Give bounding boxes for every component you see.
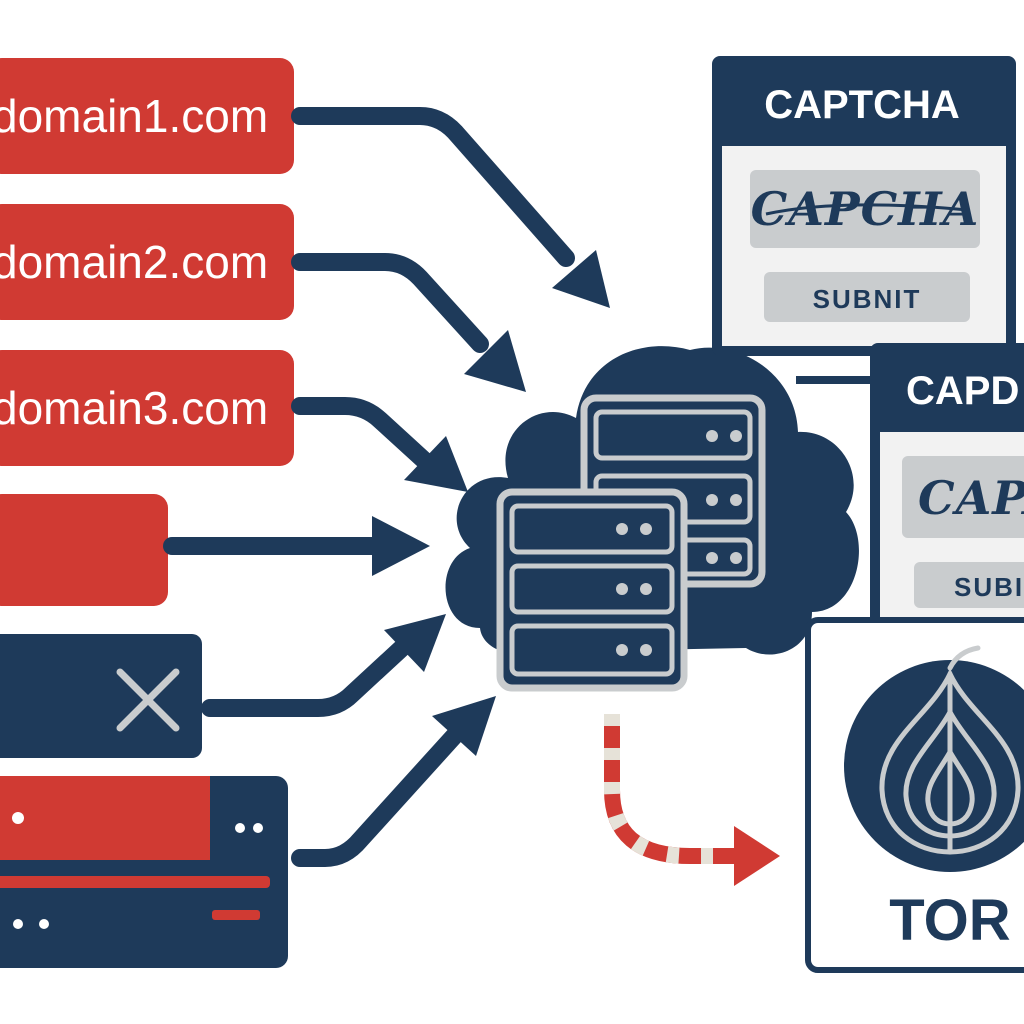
- captcha-challenge-box: [750, 170, 980, 248]
- domain-label-2: domain2.com: [0, 236, 268, 288]
- browser-window-box: [0, 776, 288, 968]
- domain-label-1: domain1.com: [0, 90, 268, 142]
- tor-route-arrow: [604, 714, 780, 886]
- submit-label-1: SUBNIT: [813, 284, 922, 314]
- captcha-card-2: CAPD CAPA SUBI: [870, 343, 1024, 633]
- browser-dot: [12, 812, 24, 824]
- arrow-icon: [291, 107, 575, 267]
- domain-label-3: domain3.com: [0, 382, 268, 434]
- captcha-challenge-box: [902, 456, 1024, 538]
- captcha-title-1: CAPTCHA: [764, 83, 960, 127]
- arrow-icon: [291, 397, 435, 471]
- submit-label-2: SUBI: [954, 572, 1024, 602]
- domain-box-4: [0, 494, 168, 606]
- submit-button-1[interactable]: [764, 272, 970, 322]
- captcha-card-1: CAPTCHA CAPCHA SUBNIT: [712, 56, 1016, 356]
- arrow-icon: [201, 637, 413, 717]
- arrow-icon: [734, 826, 780, 886]
- close-icon: [116, 668, 180, 732]
- captcha-challenge-text-2: CAPA: [918, 471, 1024, 525]
- arrow-icon: [291, 725, 465, 867]
- submit-button-2[interactable]: [914, 562, 1024, 608]
- browser-header-bar: [0, 776, 210, 860]
- tor-card: TOR: [805, 617, 1024, 973]
- blocked-source-box: [0, 634, 202, 758]
- domain-box-3: domain3.com: [0, 350, 294, 466]
- tor-label: TOR: [889, 888, 1010, 953]
- domain-box-1: domain1.com: [0, 58, 294, 174]
- onion-icon: [879, 645, 1021, 855]
- domain-box-2: domain2.com: [0, 204, 294, 320]
- captcha-title-2: CAPD: [906, 369, 1019, 413]
- server-icon: [496, 488, 688, 692]
- arrow-icon: [291, 253, 489, 353]
